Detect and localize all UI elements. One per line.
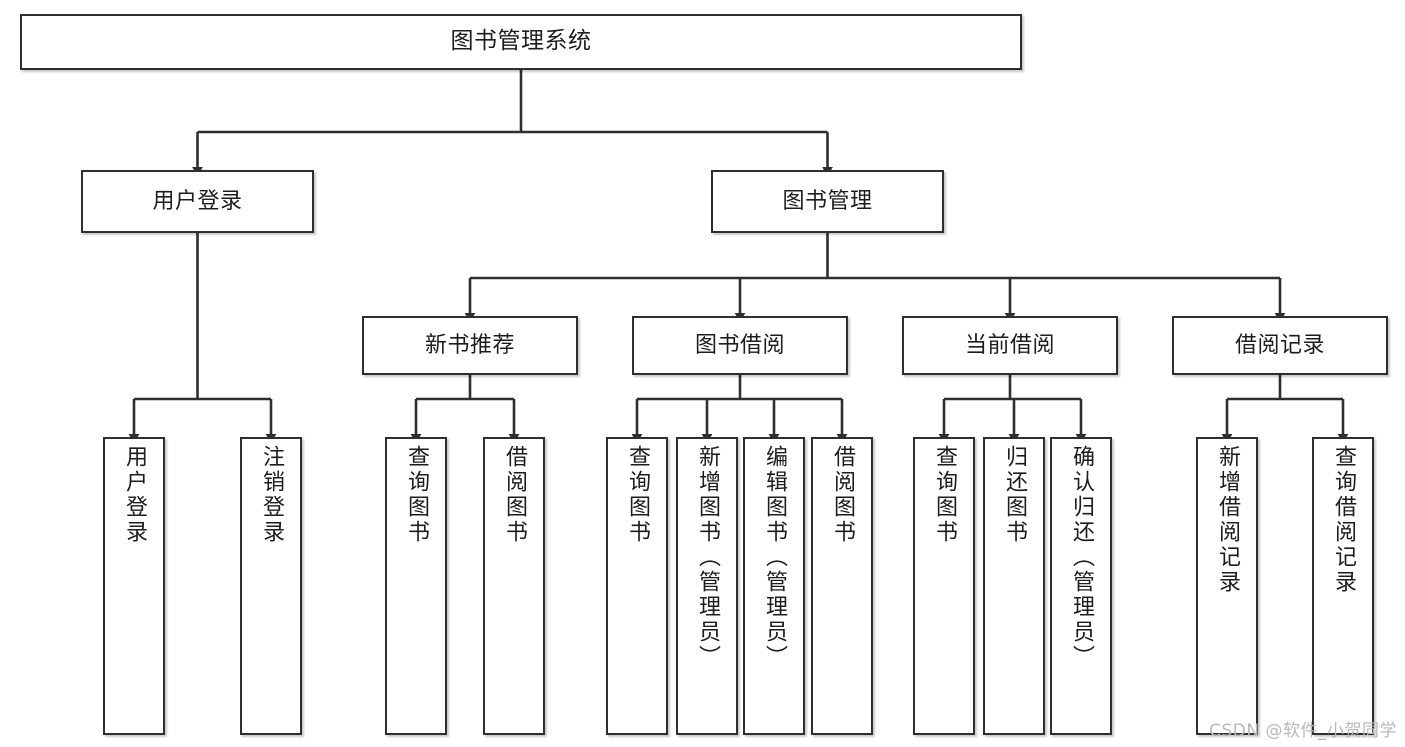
node-l3-b1[interactable]: 查询图书 [385, 437, 447, 735]
node-label: 新书推荐 [424, 332, 515, 358]
node-l3-c4[interactable]: 借阅图书 [811, 437, 873, 735]
node-l3-e1[interactable]: 新增借阅记录 [1196, 437, 1258, 735]
node-l2-newrec[interactable]: 新书推荐 [362, 316, 578, 375]
node-l3-d2[interactable]: 归还图书 [983, 437, 1045, 735]
node-label: 查询图书 [404, 445, 429, 545]
node-label: 借阅图书 [502, 445, 527, 545]
node-label: 图书管理 [782, 188, 873, 214]
node-l3-a1[interactable]: 用户登录 [103, 437, 165, 735]
node-l1-books[interactable]: 图书管理 [711, 170, 944, 233]
node-label: 确认归还（管理员） [1069, 445, 1094, 670]
node-label: 用户登录 [152, 188, 243, 214]
node-l2-current[interactable]: 当前借阅 [902, 316, 1118, 375]
node-label: 归还图书 [1002, 445, 1027, 545]
node-label: 当前借阅 [964, 332, 1055, 358]
node-label: 查询借阅记录 [1331, 445, 1356, 595]
watermark-text: CSDN @软件_小贺同学 [1209, 721, 1397, 741]
node-l3-c2[interactable]: 新增图书（管理员） [676, 437, 738, 735]
node-l3-c3[interactable]: 编辑图书（管理员） [743, 437, 805, 735]
node-l1-login[interactable]: 用户登录 [81, 170, 314, 233]
node-label: 新增图书（管理员） [695, 445, 720, 670]
node-l3-c1[interactable]: 查询图书 [606, 437, 668, 735]
node-label: 编辑图书（管理员） [762, 445, 787, 670]
node-l3-a2[interactable]: 注销登录 [240, 437, 302, 735]
node-label: 用户登录 [122, 445, 147, 545]
node-root[interactable]: 图书管理系统 [20, 14, 1022, 70]
node-l3-b2[interactable]: 借阅图书 [483, 437, 545, 735]
node-label: 借阅记录 [1234, 332, 1325, 358]
node-l3-d1[interactable]: 查询图书 [913, 437, 975, 735]
node-label: 新增借阅记录 [1215, 445, 1240, 595]
node-l3-d3[interactable]: 确认归还（管理员） [1050, 437, 1112, 735]
node-l2-records[interactable]: 借阅记录 [1172, 316, 1388, 375]
node-label: 查询图书 [625, 445, 650, 545]
node-l2-borrow[interactable]: 图书借阅 [632, 316, 848, 375]
node-label: 图书管理系统 [450, 28, 592, 55]
node-label: 查询图书 [932, 445, 957, 545]
node-l3-e2[interactable]: 查询借阅记录 [1312, 437, 1374, 735]
node-label: 图书借阅 [694, 332, 785, 358]
node-label: 借阅图书 [830, 445, 855, 545]
node-label: 注销登录 [259, 445, 284, 545]
